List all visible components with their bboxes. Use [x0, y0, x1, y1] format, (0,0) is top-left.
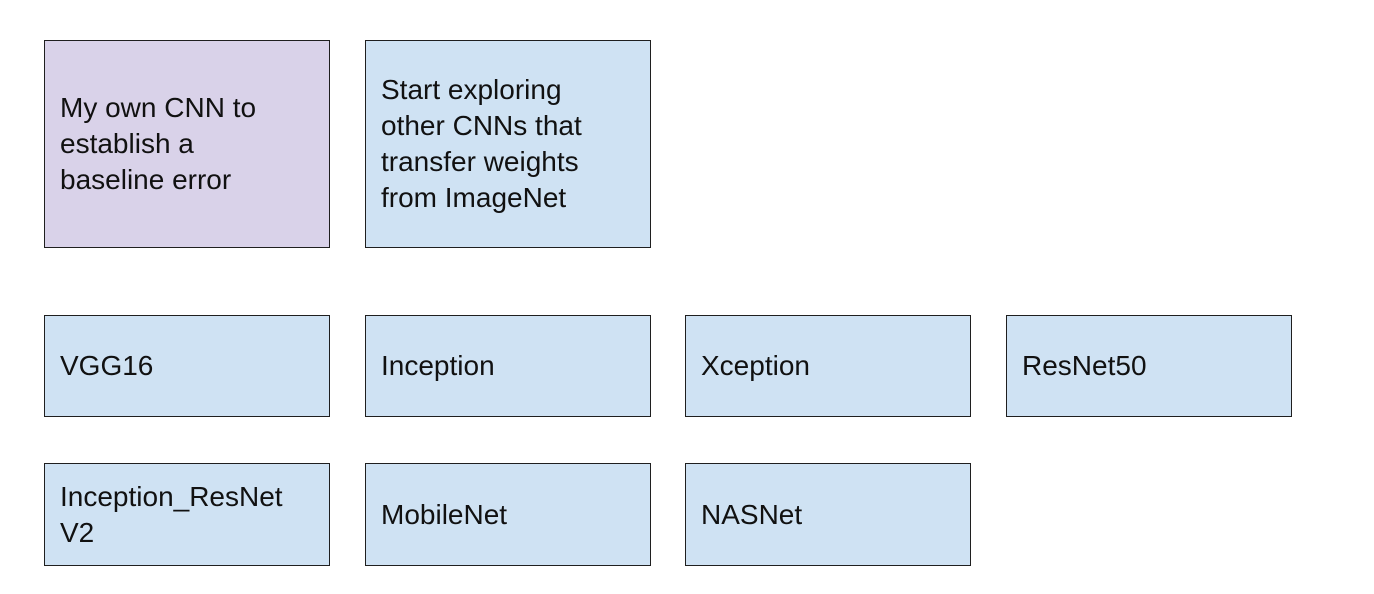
nasnet-label: NASNet [701, 498, 803, 530]
inception-resnet-v2-box: Inception_ResNet V2 [44, 463, 330, 566]
inception-resnet-v2-label: Inception_ResNet V2 [60, 480, 283, 548]
nasnet-box: NASNet [685, 463, 971, 566]
xception-label: Xception [701, 350, 810, 381]
resnet50-label: ResNet50 [1022, 350, 1147, 381]
resnet50-box: ResNet50 [1006, 315, 1292, 417]
vgg16-box: VGG16 [44, 315, 330, 417]
mobilenet-box: MobileNet [365, 463, 651, 566]
explore-transfer-label: Start exploring other CNNs that transfer… [381, 74, 582, 213]
vgg16-label: VGG16 [60, 350, 154, 381]
explore-transfer-box: Start exploring other CNNs that transfer… [365, 40, 651, 248]
inception-label: Inception [381, 350, 495, 381]
mobilenet-label: MobileNet [381, 498, 508, 530]
baseline-cnn-label: My own CNN to establish a baseline error [60, 92, 257, 195]
inception-box: Inception [365, 315, 651, 417]
xception-box: Xception [685, 315, 971, 417]
baseline-cnn-box: My own CNN to establish a baseline error [44, 40, 330, 248]
